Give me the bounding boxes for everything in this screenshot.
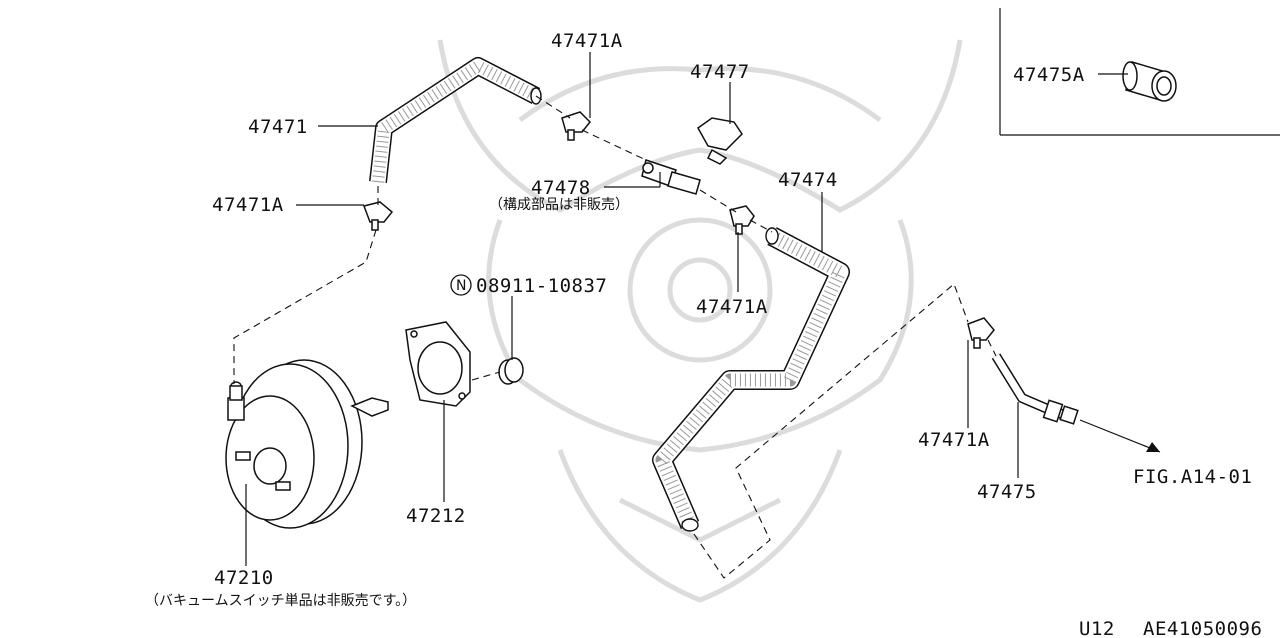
watermark-emblem xyxy=(437,39,963,603)
label-47210: 47210 xyxy=(214,567,274,589)
n-marker-circle xyxy=(450,274,472,296)
label-47474: 47474 xyxy=(778,169,838,191)
label-47471A-mid: 47471A xyxy=(696,296,768,318)
label-47475A: 47475A xyxy=(1013,64,1085,86)
joint-hose-47475A xyxy=(1122,61,1177,102)
leader-lines xyxy=(245,52,1128,566)
dashed-routing xyxy=(233,95,997,579)
check-valve-47478 xyxy=(641,159,701,195)
clip-47471A-right xyxy=(967,317,995,349)
clip-47471A-left xyxy=(363,201,394,231)
gasket-47212 xyxy=(405,321,471,407)
note-47210: （バキュームスイッチ単品は非販売です。） xyxy=(145,593,416,609)
n-marker-letter: N xyxy=(456,278,466,294)
label-47475: 47475 xyxy=(977,481,1037,503)
label-47477: 47477 xyxy=(690,61,750,83)
label-47212: 47212 xyxy=(406,505,466,527)
hose-47471 xyxy=(369,57,542,183)
label-47471A-right: 47471A xyxy=(918,429,990,451)
note-47478: （構成部品は非販売） xyxy=(489,197,629,213)
label-47471A-top: 47471A xyxy=(551,30,623,52)
clip-47471A-top xyxy=(561,111,592,141)
grommet-08911-10837 xyxy=(498,357,524,385)
doc-code: AE41050096 xyxy=(1143,618,1262,638)
vacuum-pipe-47475 xyxy=(991,353,1161,453)
hose-47474 xyxy=(652,227,850,532)
brake-booster-47210 xyxy=(225,359,389,529)
label-47478: 47478 xyxy=(531,177,591,199)
label-08911-10837: 08911-10837 xyxy=(476,275,607,297)
clamp-47477 xyxy=(697,117,743,165)
label-47471: 47471 xyxy=(248,116,308,138)
fig-reference: FIG.A14-01 xyxy=(1133,466,1252,488)
page-code: U12 xyxy=(1079,618,1115,638)
label-47471A-left: 47471A xyxy=(212,194,284,216)
